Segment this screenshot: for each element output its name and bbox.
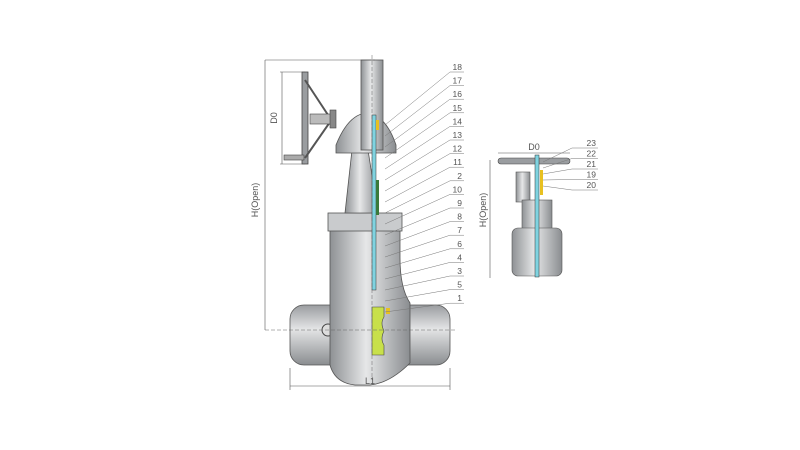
part-label-7: 7 [457,225,462,235]
leader-line [384,126,451,170]
part-label-15: 15 [453,103,463,113]
leader-line [384,139,451,181]
bushing [376,120,379,130]
part-label-4: 4 [457,252,462,262]
main-l1-label: L1 [365,376,375,386]
leader-line [384,302,451,313]
part-label-16: 16 [453,89,463,99]
part-label-8: 8 [457,212,462,222]
leader-line [384,275,451,291]
main-valve [265,55,455,386]
handwheel[interactable] [283,71,337,165]
leader-line [384,153,451,192]
valve-body [329,217,411,386]
leader-line [542,147,573,163]
part-label-12: 12 [453,144,463,154]
part-label-3: 3 [457,266,462,276]
main-part-labels: 18 17 16 15 14 13 12 11 2 10 9 8 7 6 4 3 5 1 [384,62,464,313]
part-label-13: 13 [453,130,463,140]
part-label-9: 9 [457,198,462,208]
leader-line [384,234,451,258]
packing [376,180,379,215]
main-dimensions [264,59,451,390]
leader-line [384,221,451,247]
small-stem [534,154,540,278]
leader-line [384,166,451,203]
leader-line [542,158,573,169]
bonnet-flange [327,212,403,232]
part-label-5: 5 [457,280,462,290]
leader-line [384,98,451,148]
leader-line [542,179,573,181]
leader-line [384,248,451,269]
leader-line [384,194,451,225]
leader-line [384,180,451,214]
small-handwheel [497,157,571,165]
leader-line [384,112,451,159]
main-height-label: H(Open) [250,183,260,218]
leader-line [542,185,573,191]
main-d0-label: D0 [269,112,279,124]
small-d0-label: D0 [528,142,540,152]
part-label-10: 10 [453,184,463,194]
part-label-17: 17 [453,76,463,86]
gate-wedge [371,306,385,356]
leader-line [384,289,451,302]
part-label-11: 11 [453,157,462,167]
leader-line [384,262,451,280]
small-dimensions [489,152,570,278]
part-label-22: 22 [587,149,597,159]
stem [371,114,377,291]
seat-ring [386,308,390,314]
part-label-18: 18 [453,62,463,72]
part-label-14: 14 [453,116,463,126]
part-label-6: 6 [457,239,462,249]
part-label-19: 19 [587,170,597,180]
leader-line [384,85,451,137]
part-label-21: 21 [587,159,597,169]
part-label-2: 2 [457,171,462,181]
part-label-1: 1 [457,293,462,303]
leader-line [384,207,451,236]
leader-line [542,168,573,175]
small-height-label: H(Open) [478,193,488,228]
small-stem-nut [540,170,543,195]
part-label-23: 23 [587,138,597,148]
small-valve [497,154,571,278]
leader-line [384,71,451,126]
part-label-20: 20 [587,180,597,190]
